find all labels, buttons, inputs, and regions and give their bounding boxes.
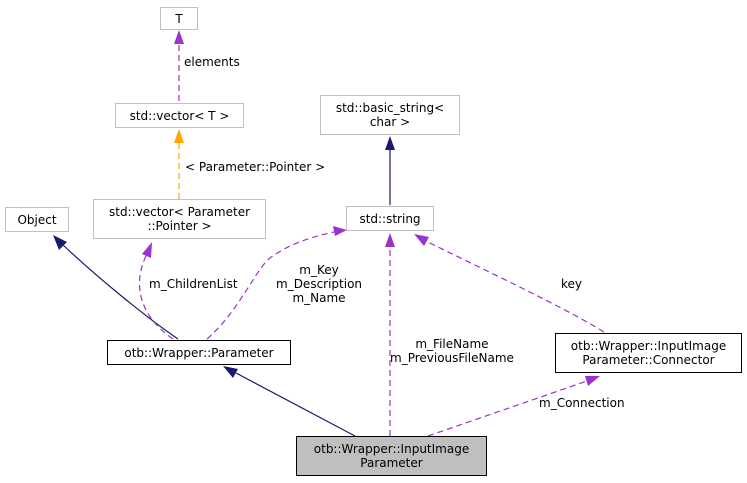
edge-key-desc-name	[206, 231, 335, 340]
node-basic-string[interactable]: std::basic_string< char >	[320, 95, 460, 135]
label-template-argument: < Parameter::Pointer >	[185, 160, 326, 174]
node-vector-t[interactable]: std::vector< T >	[115, 103, 244, 128]
arrow-head-object	[53, 235, 67, 250]
edge-parameter-focus	[235, 372, 356, 437]
node-t[interactable]: T	[160, 7, 198, 30]
label-connection: m_Connection	[539, 396, 625, 410]
arrow-head-key-desc	[333, 226, 347, 236]
node-vector-parameter-pointer[interactable]: std::vector< Parameter ::Pointer >	[93, 199, 266, 239]
label-key-description-name: m_Key m_Description m_Name	[276, 263, 363, 305]
edge-object-parameter	[61, 243, 179, 340]
edge-children-list	[138, 255, 174, 340]
node-input-image-parameter-connector[interactable]: otb::Wrapper::InputImage Parameter::Conn…	[555, 333, 742, 373]
arrow-head-elements	[174, 30, 184, 44]
node-object[interactable]: Object	[5, 207, 69, 232]
arrow-head-key	[414, 234, 429, 246]
label-key: key	[561, 277, 583, 291]
arrow-head-parameter	[223, 366, 238, 378]
node-std-string[interactable]: std::string	[346, 206, 434, 231]
edge-connection	[427, 380, 588, 437]
arrow-head-template	[174, 129, 184, 143]
label-elements: elements	[184, 55, 240, 69]
node-otb-wrapper-parameter[interactable]: otb::Wrapper::Parameter	[107, 340, 291, 365]
arrow-head-children	[142, 242, 152, 258]
arrow-head-filename	[385, 233, 395, 247]
edge-key	[425, 240, 605, 333]
arrow-head-connection	[585, 376, 600, 386]
label-filename: m_FileName m_PreviousFileName	[390, 337, 514, 365]
label-children-list: m_ChildrenList	[149, 277, 238, 291]
arrow-head-basic-string	[385, 136, 395, 150]
node-input-image-parameter[interactable]: otb::Wrapper::InputImage Parameter	[296, 436, 487, 476]
